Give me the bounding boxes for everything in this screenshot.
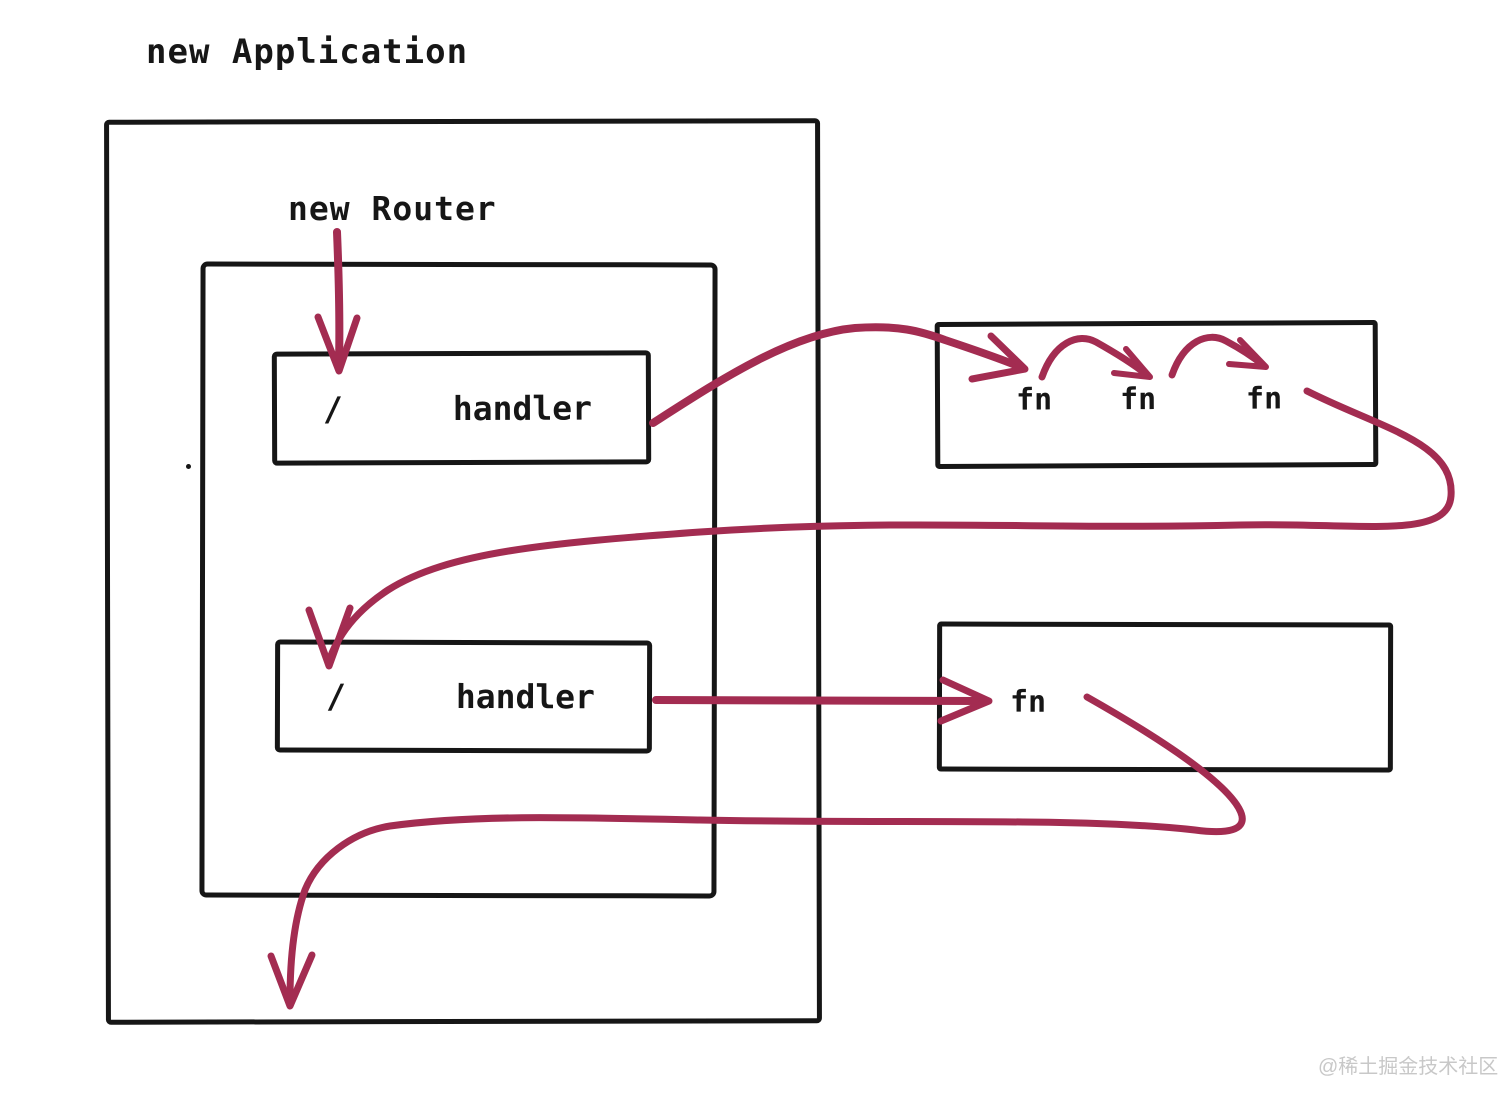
app-title: new Application xyxy=(146,32,469,72)
route-2-handler-label: handler xyxy=(455,676,596,717)
route-1-handler-label: handler xyxy=(452,388,593,428)
route-entry-1: / handler xyxy=(271,350,652,466)
route-1-path: / xyxy=(322,388,343,428)
route-2-path: / xyxy=(325,676,346,716)
middleware-chain-box-2: fn xyxy=(936,621,1394,773)
stray-dot xyxy=(186,464,191,469)
fn-label: fn xyxy=(1119,382,1157,418)
fn-label: fn xyxy=(1015,382,1053,418)
watermark: @稀土掘金技术社区 xyxy=(1318,1056,1499,1078)
fn-label: fn xyxy=(1009,684,1047,720)
fn-label: fn xyxy=(1245,381,1283,417)
route-entry-2: / handler xyxy=(274,639,653,754)
router-label: new Router xyxy=(288,189,497,228)
middleware-chain-box-1: fn fn fn xyxy=(934,320,1379,469)
